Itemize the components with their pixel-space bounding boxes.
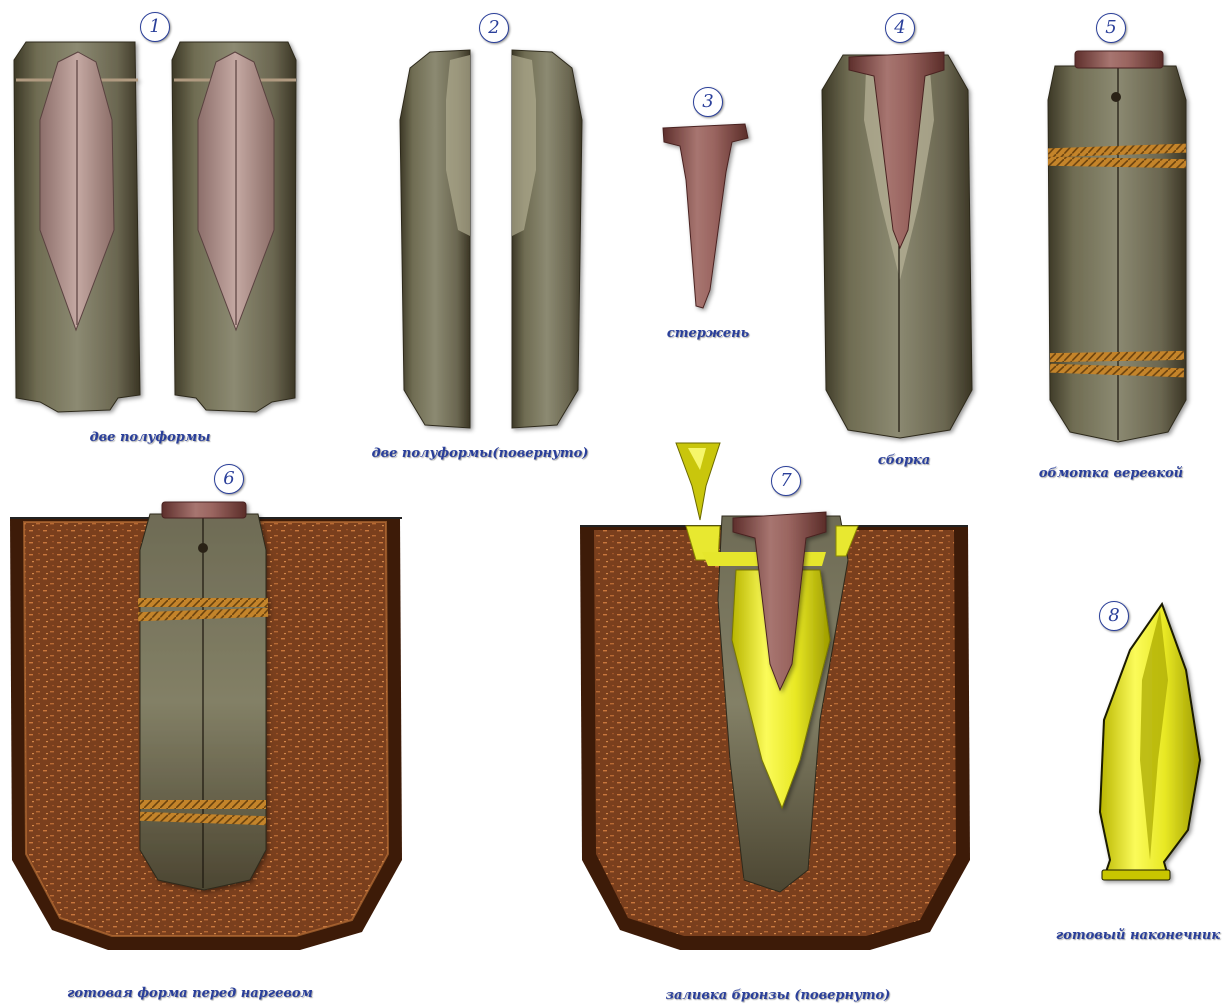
step7-pouring-bronze: [580, 443, 970, 950]
step-caption-1: две полуформы: [90, 430, 211, 445]
step-caption-4: сборка: [878, 453, 930, 468]
step-number-1: 1: [140, 12, 170, 42]
step-number-6: 6: [214, 464, 244, 494]
half-mold-left: [14, 42, 140, 412]
step-number-3: 3: [693, 87, 723, 117]
step5-wrapped: [1048, 51, 1186, 442]
step6-mold-in-pit: [10, 502, 402, 950]
step-number-5: 5: [1096, 13, 1126, 43]
step-caption-2: две полуформы(повернуто): [372, 446, 589, 461]
half-mold-right: [172, 42, 296, 412]
step-number-7: 7: [771, 466, 801, 496]
step-number-4: 4: [885, 13, 915, 43]
step4-assembly: [822, 52, 972, 438]
step1-half-molds: [14, 42, 296, 412]
step-caption-7: заливка бронзы (повернуто): [666, 988, 891, 1003]
step-caption-6: готовая форма перед наргевом: [67, 986, 313, 1001]
step-caption-5: обмотка веревкой: [1039, 466, 1183, 481]
step8-finished-spearhead: [1100, 604, 1200, 880]
step2-half-molds-rotated: [400, 50, 582, 428]
step-caption-3: стержень: [667, 326, 749, 341]
step-caption-8: готовый наконечник: [1056, 928, 1220, 943]
step-number-8: 8: [1099, 601, 1129, 631]
step3-clay-core: [663, 124, 748, 308]
step-number-2: 2: [479, 13, 509, 43]
